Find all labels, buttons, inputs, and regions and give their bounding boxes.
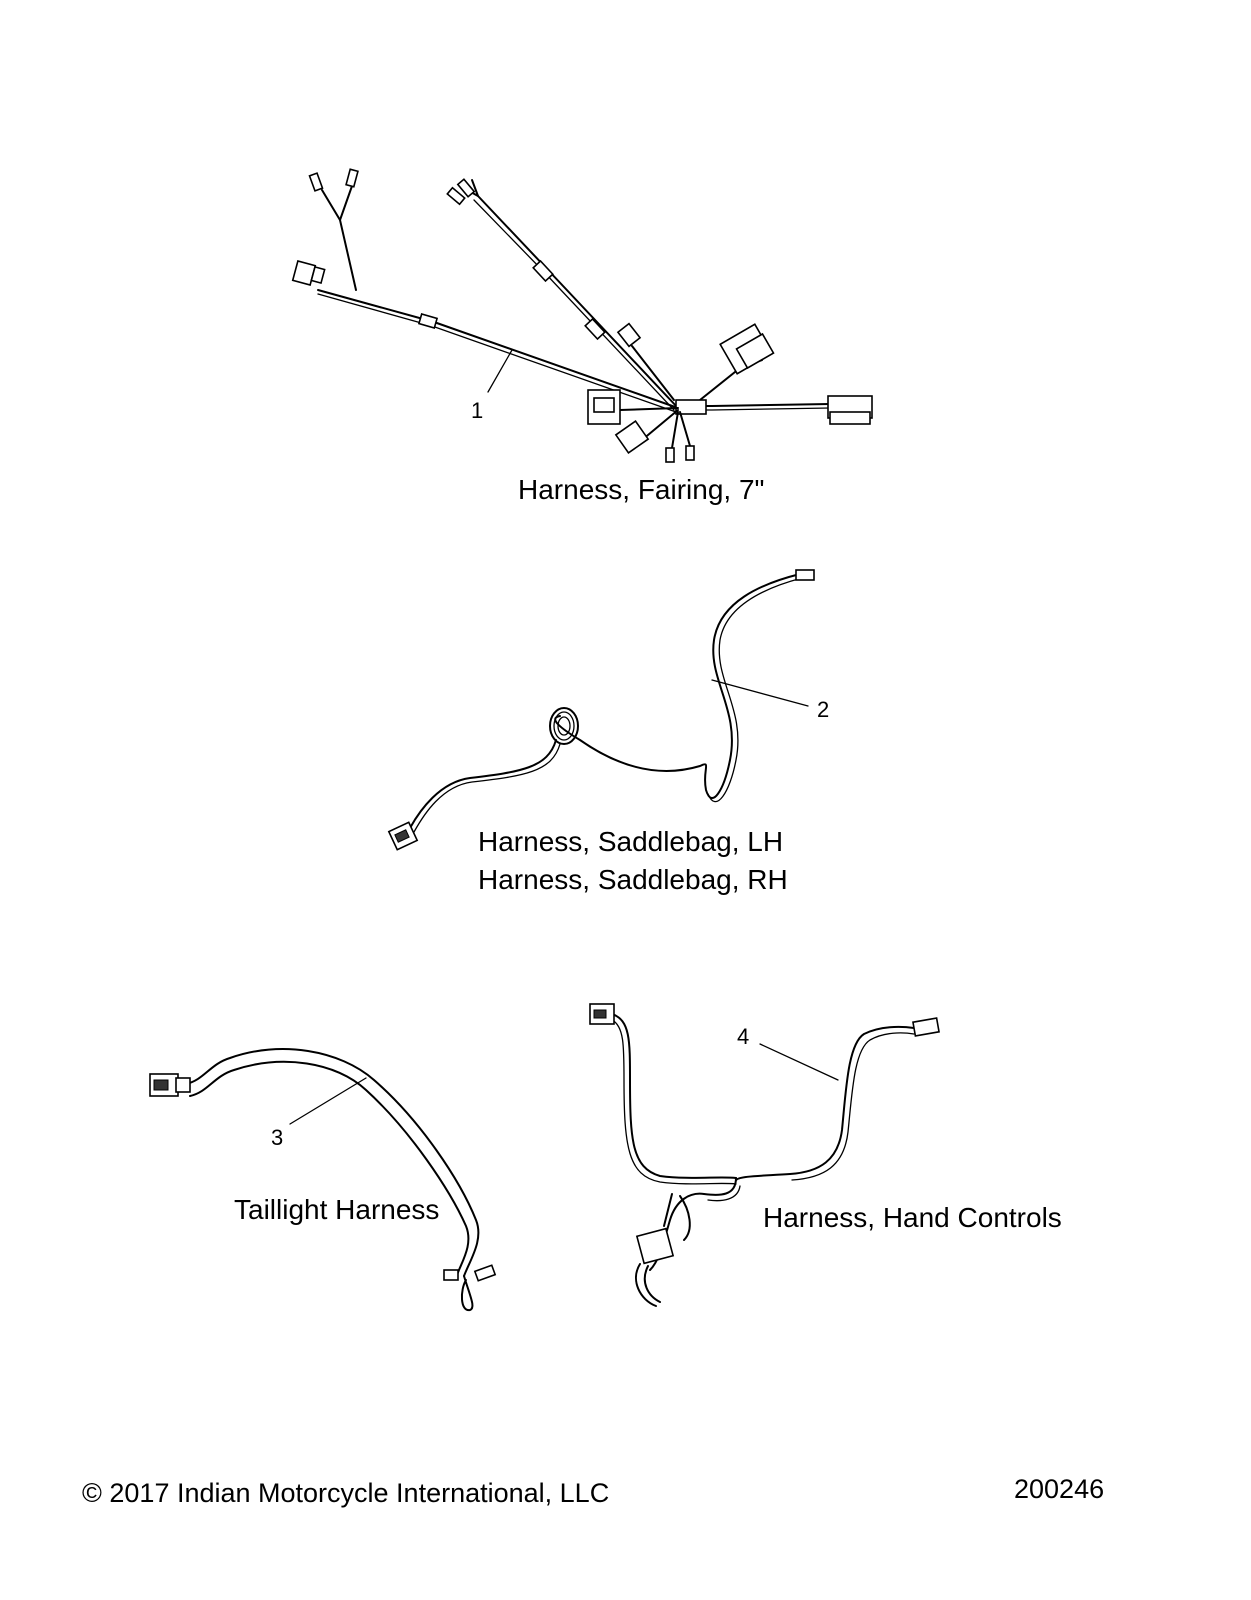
callout-2-leader [711,679,809,707]
fairing-harness-drawing [291,168,873,463]
callout-1: 1 [471,398,484,423]
callout-4: 4 [737,1024,750,1049]
label-hand-controls-harness: Harness, Hand Controls [763,1202,1062,1233]
callout-3: 3 [271,1125,284,1150]
callout-1-leader [487,349,513,393]
taillight-harness-drawing [149,1048,497,1312]
callout-3-leader [289,1077,367,1125]
label-saddlebag-lh: Harness, Saddlebag, LH [478,826,784,857]
copyright-notice: © 2017 Indian Motorcycle International, … [82,1478,610,1508]
label-taillight-harness: Taillight Harness [234,1194,440,1225]
diagram-number: 200246 [1014,1474,1105,1504]
label-saddlebag-rh: Harness, Saddlebag, RH [478,864,788,895]
hand-controls-harness-drawing [589,1003,940,1307]
callout-4-leader [759,1043,839,1081]
saddlebag-harness-drawing [387,569,815,851]
label-fairing-harness: Harness, Fairing, 7" [518,474,765,505]
callout-2: 2 [817,697,830,722]
